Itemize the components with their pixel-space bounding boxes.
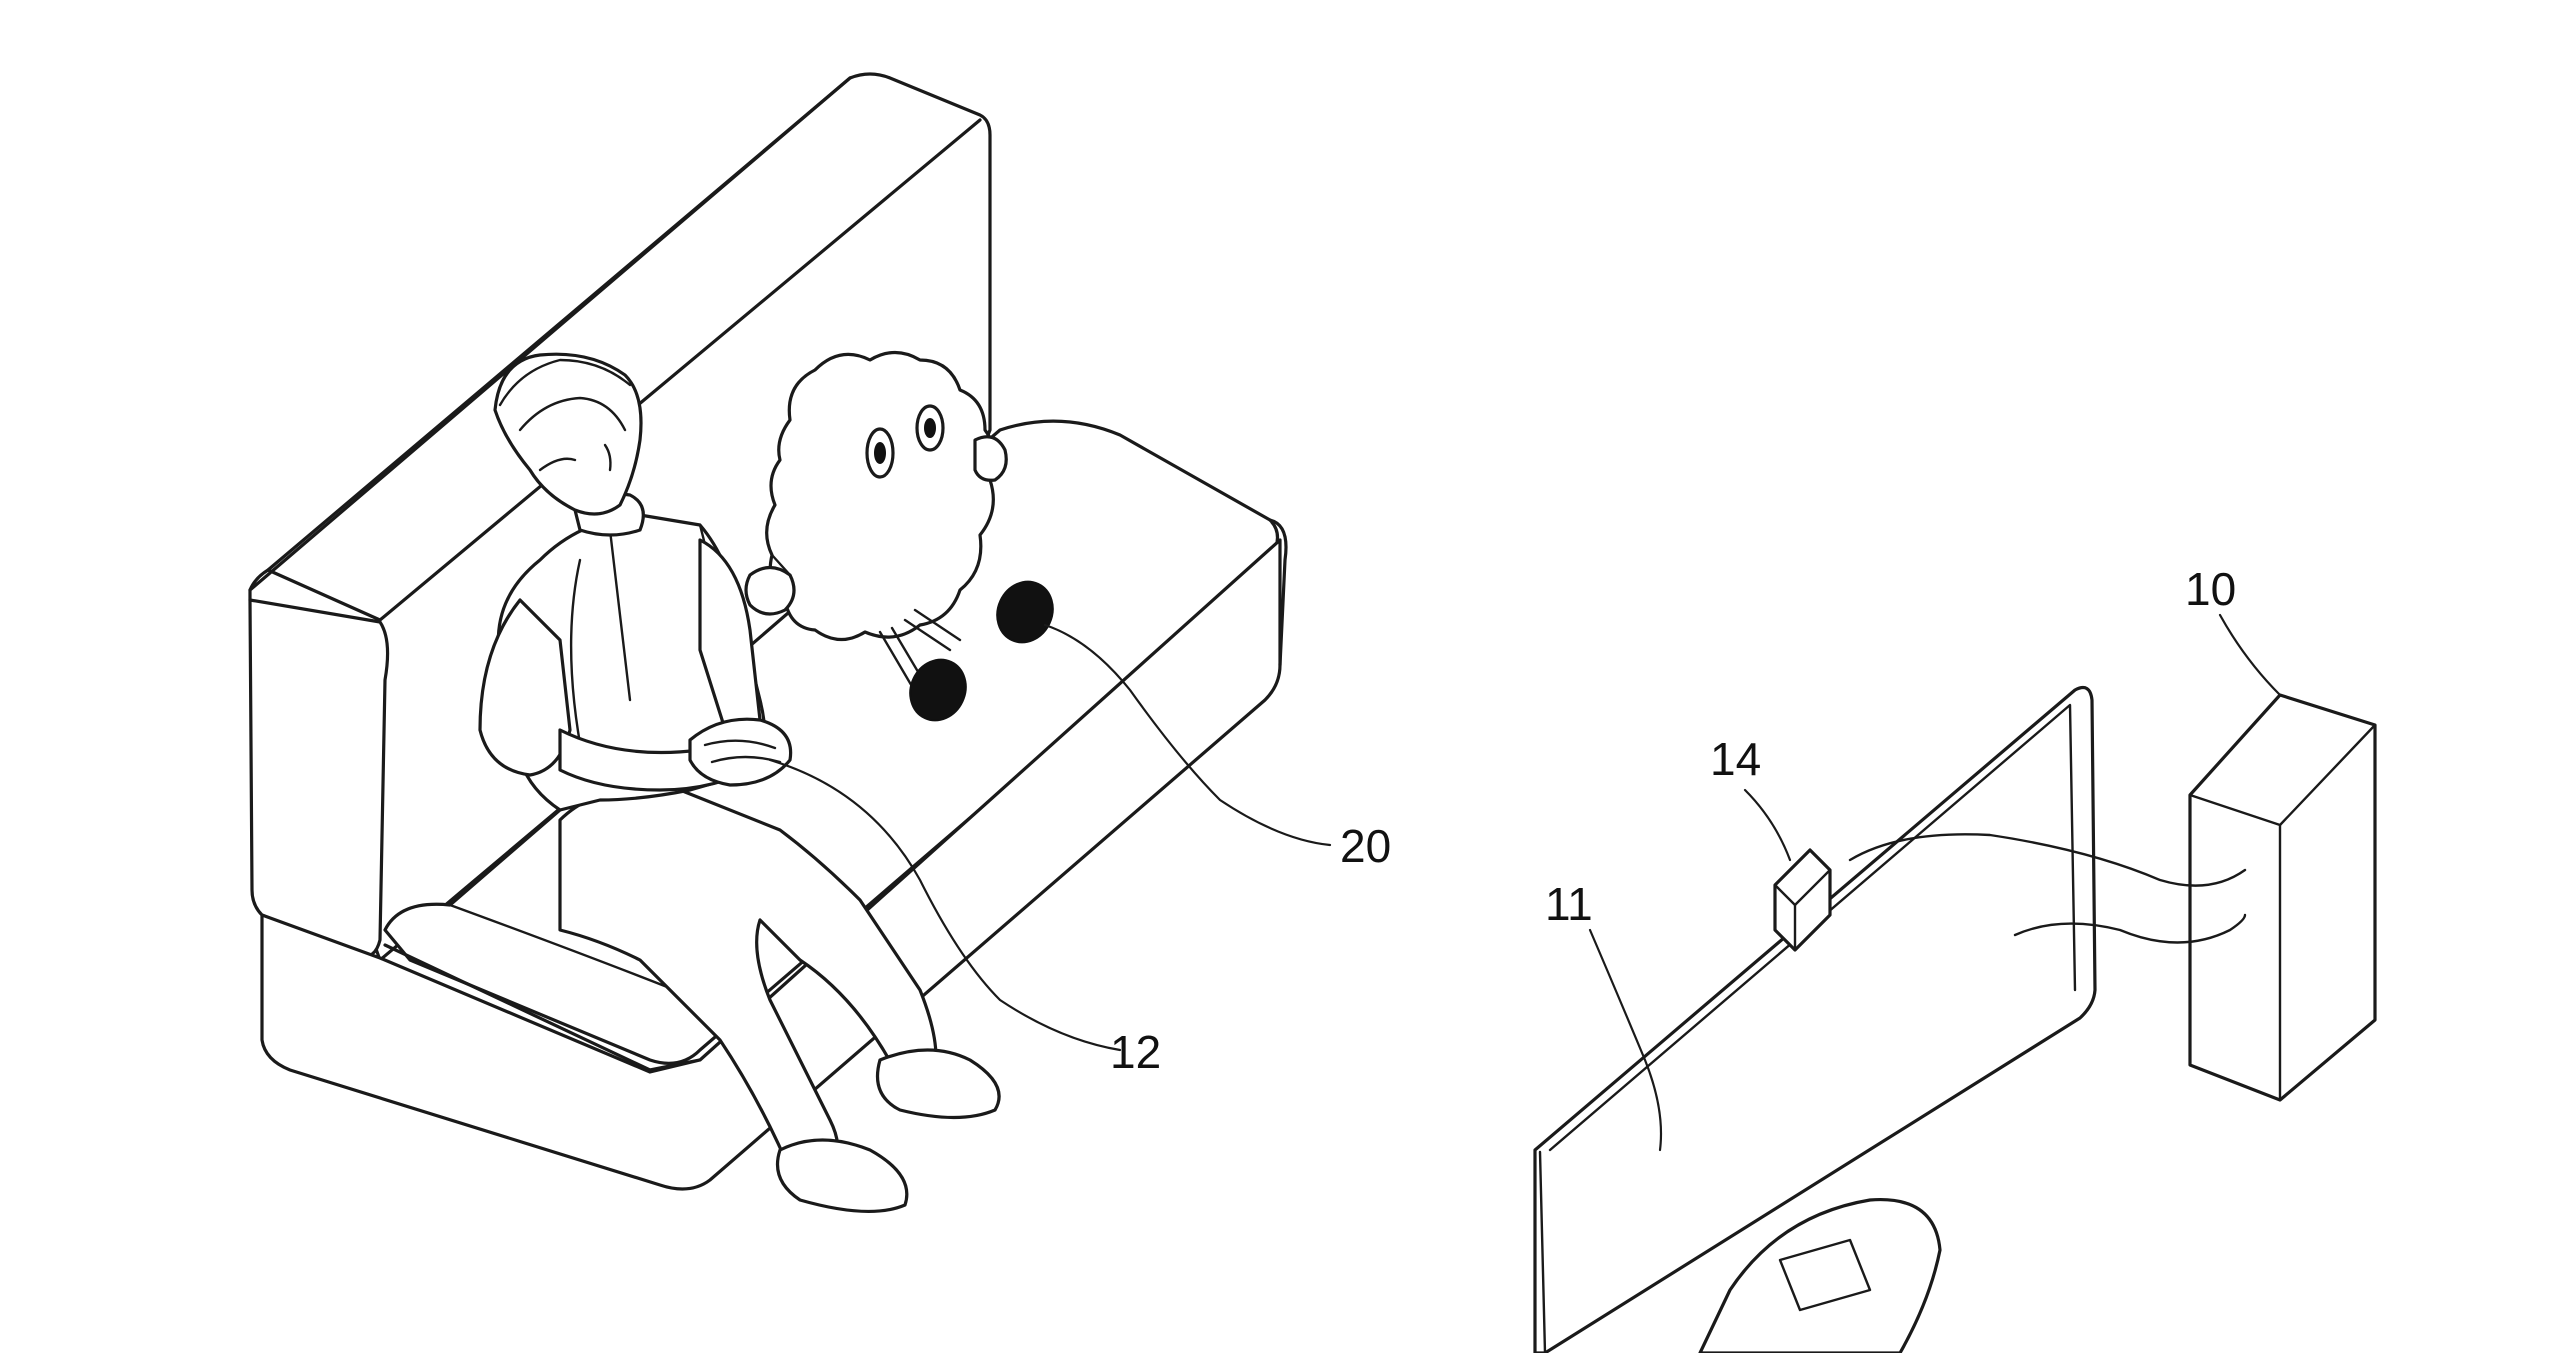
camera-device xyxy=(1773,848,1832,952)
cables xyxy=(1848,833,2247,944)
reference-numerals: 10 11 14 12 20 xyxy=(1110,563,2236,1078)
ref-label-12: 12 xyxy=(1110,1026,1161,1078)
ref-label-14: 14 xyxy=(1710,733,1761,785)
ref-label-10: 10 xyxy=(2185,563,2236,615)
leader-lines xyxy=(768,613,2282,1152)
seated-person xyxy=(478,352,1001,1214)
ref-label-20: 20 xyxy=(1340,820,1391,872)
tv-display xyxy=(1533,686,2097,1353)
game-console xyxy=(2188,693,2377,1102)
robot-character xyxy=(744,350,1054,722)
ref-label-11: 11 xyxy=(1545,878,1593,930)
